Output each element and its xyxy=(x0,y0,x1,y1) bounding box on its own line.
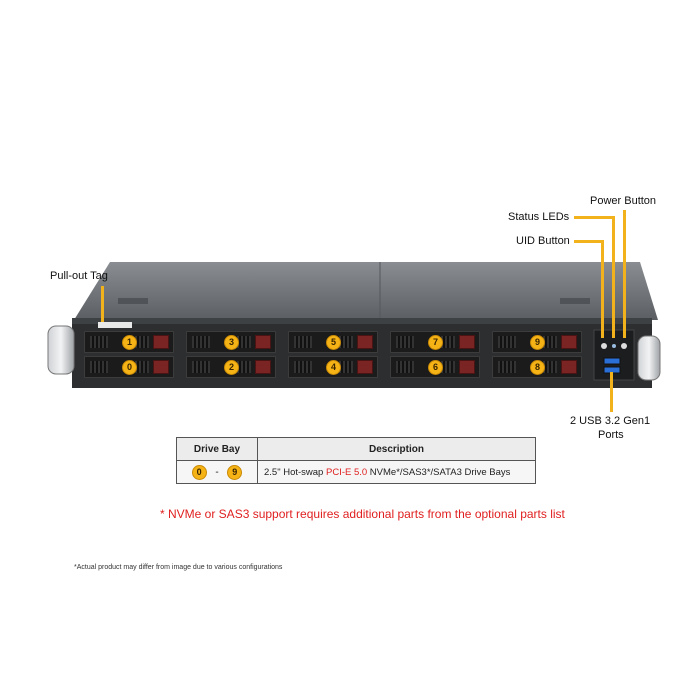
bay-badge: 3 xyxy=(224,335,239,350)
usb-port-icon xyxy=(603,357,621,365)
bay-badge: 4 xyxy=(326,360,341,375)
power-button-label: Power Button xyxy=(590,195,657,207)
callout-line-status-leds xyxy=(574,216,614,219)
bay-badge: 0 xyxy=(191,464,207,480)
desc-suffix: NVMe*/SAS3*/SATA3 Drive Bays xyxy=(367,466,511,478)
uid-button-label: UID Button xyxy=(516,235,570,247)
rack-ear-left xyxy=(47,325,75,375)
bay-badge: 7 xyxy=(428,335,443,350)
chassis-top xyxy=(74,262,658,320)
bay-badge: 8 xyxy=(530,360,545,375)
bay-badge: 9 xyxy=(227,464,243,480)
usb-ports-label-line1: 2 USB 3.2 Gen1 xyxy=(570,415,651,427)
callout-line-uid-button xyxy=(601,240,604,338)
status-led-icon xyxy=(612,344,616,348)
range-separator: - xyxy=(215,466,219,478)
callout-line-power-button xyxy=(623,210,626,338)
pull-out-tag-label: Pull-out Tag xyxy=(50,270,108,282)
pull-out-tag xyxy=(98,322,132,328)
drive-tray xyxy=(288,331,378,353)
bay-badge: 0 xyxy=(122,360,137,375)
drive-bay-range-cell: 0 - 9 xyxy=(176,460,258,484)
bay-badge: 1 xyxy=(122,335,137,350)
desc-highlight: PCI-E 5.0 xyxy=(325,466,368,478)
desc-prefix: 2.5" Hot-swap xyxy=(264,466,326,478)
rack-ear-right xyxy=(637,335,661,381)
drive-bay-table: Drive Bay Description 0 - 9 2.5" Hot-swa… xyxy=(176,437,536,484)
bay-badge: 2 xyxy=(224,360,239,375)
callout-line-uid-button xyxy=(574,240,604,243)
table-row: 0 - 9 2.5" Hot-swap PCI-E 5.0 NVMe*/SAS3… xyxy=(176,460,536,484)
nvme-sas-note: * NVMe or SAS3 support requires addition… xyxy=(160,507,565,521)
table-header-description: Description xyxy=(257,437,536,461)
usb-ports-label-line2: Ports xyxy=(598,429,624,441)
uid-button-icon xyxy=(601,343,607,349)
disclaimer-text: *Actual product may differ from image du… xyxy=(74,564,283,571)
power-button-icon xyxy=(621,343,627,349)
table-header-drive-bay: Drive Bay xyxy=(176,437,258,461)
bay-badge: 6 xyxy=(428,360,443,375)
callout-line-pull-out-tag xyxy=(101,286,104,322)
status-leds-label: Status LEDs xyxy=(508,211,570,223)
bay-badge: 5 xyxy=(326,335,341,350)
bay-badge: 9 xyxy=(530,335,545,350)
description-cell: 2.5" Hot-swap PCI-E 5.0 NVMe*/SAS3*/SATA… xyxy=(257,460,536,484)
callout-line-usb xyxy=(610,372,613,412)
callout-line-status-leds xyxy=(612,216,615,338)
